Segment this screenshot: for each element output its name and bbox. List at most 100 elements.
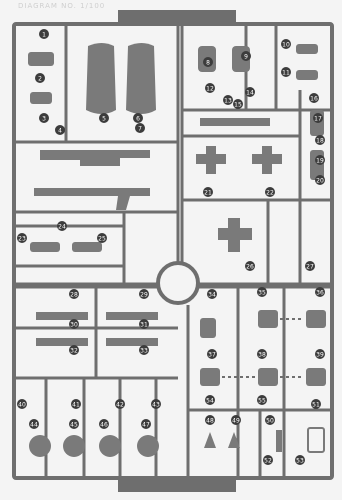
- part-label-badge: [203, 57, 213, 67]
- part-label-number: 47: [142, 422, 150, 429]
- part-label-number: 20: [316, 178, 324, 185]
- part-label-badge: [313, 113, 323, 123]
- part-label-badge: [257, 349, 267, 359]
- part-shape: [258, 368, 278, 386]
- part-label-badge: [207, 349, 217, 359]
- part-label-badge: [133, 113, 143, 123]
- part-label-badge: [309, 93, 319, 103]
- part-label-number: 13: [224, 98, 232, 105]
- part-label-badge: [263, 455, 273, 465]
- part-shape: [204, 432, 216, 448]
- part-shape: [63, 435, 85, 457]
- part-label-number: 37: [208, 352, 216, 359]
- part-shape: [34, 188, 150, 210]
- part-label-badge: [97, 233, 107, 243]
- part-shape: [200, 118, 270, 126]
- part-shape: [137, 435, 159, 457]
- part-label-badge: [233, 99, 243, 109]
- part-label-badge: [99, 419, 109, 429]
- part-label-badge: [203, 187, 213, 197]
- sprue-tab-bottom: [118, 478, 236, 492]
- part-label-number: 9: [244, 54, 248, 61]
- part-label-badge: [241, 51, 251, 61]
- part-shape: [28, 52, 54, 66]
- part-label-number: 3: [42, 116, 46, 123]
- part-label-badge: [39, 29, 49, 39]
- part-label-number: 43: [152, 402, 160, 409]
- part-shape: [36, 338, 88, 346]
- part-label-number: 44: [30, 422, 38, 429]
- part-label-number: 52: [264, 458, 272, 465]
- part-label-badge: [57, 221, 67, 231]
- part-label-badge: [315, 349, 325, 359]
- part-label-badge: [257, 287, 267, 297]
- part-label-number: 40: [18, 402, 26, 409]
- part-label-badge: [69, 419, 79, 429]
- part-label-badge: [257, 395, 267, 405]
- part-label-badge: [35, 73, 45, 83]
- part-label-badge: [295, 455, 305, 465]
- part-label-badge: [139, 345, 149, 355]
- part-label-number: 23: [18, 236, 26, 243]
- part-label-number: 48: [206, 418, 214, 425]
- part-label-number: 19: [316, 158, 324, 165]
- header-faint-text: DIAGRAM NO. 1/100: [18, 2, 106, 10]
- sprue-tab-top: [118, 10, 236, 24]
- part-shape: [106, 338, 158, 346]
- part-label-number: 41: [72, 402, 80, 409]
- part-label-badge: [69, 319, 79, 329]
- part-shape: [306, 310, 326, 328]
- part-label-number: 21: [204, 190, 212, 197]
- part-label-badge: [223, 95, 233, 105]
- part-shape: [106, 312, 158, 320]
- part-label-badge: [99, 113, 109, 123]
- part-label-number: 4: [58, 128, 62, 135]
- part-label-badge: [315, 135, 325, 145]
- part-label-number: 35: [258, 290, 266, 297]
- part-label-number: 51: [312, 402, 320, 409]
- part-label-badge: [311, 399, 321, 409]
- part-label-badge: [205, 395, 215, 405]
- part-label-badge: [115, 399, 125, 409]
- part-label-number: 32: [70, 348, 78, 355]
- part-label-number: 15: [234, 102, 242, 109]
- part-label-number: 8: [206, 60, 210, 67]
- part-label-badge: [281, 67, 291, 77]
- part-label-number: 49: [232, 418, 240, 425]
- part-label-badge: [245, 261, 255, 271]
- part-label-badge: [205, 415, 215, 425]
- part-label-badge: [265, 415, 275, 425]
- part-label-number: 11: [282, 70, 290, 77]
- part-shape: [72, 242, 102, 252]
- part-label-number: 55: [258, 398, 266, 405]
- part-label-badge: [55, 125, 65, 135]
- part-shape: [307, 427, 325, 453]
- part-label-badge: [315, 175, 325, 185]
- part-label-number: 28: [70, 292, 78, 299]
- part-shape: [258, 310, 278, 328]
- part-label-number: 54: [206, 398, 214, 405]
- part-shape: [36, 312, 88, 320]
- part-label-number: 33: [140, 348, 148, 355]
- part-label-number: 50: [266, 418, 274, 425]
- part-shape: [228, 218, 240, 252]
- part-label-badge: [69, 345, 79, 355]
- part-label-badge: [69, 289, 79, 299]
- part-shape: [296, 44, 318, 54]
- part-label-badge: [139, 289, 149, 299]
- part-label-number: 29: [140, 292, 148, 299]
- part-label-number: 45: [70, 422, 78, 429]
- part-label-badge: [205, 83, 215, 93]
- part-shape: [306, 368, 326, 386]
- part-label-number: 36: [316, 290, 324, 297]
- part-label-number: 14: [246, 90, 254, 97]
- part-label-badge: [39, 113, 49, 123]
- part-label-badge: [151, 399, 161, 409]
- part-label-number: 46: [100, 422, 108, 429]
- part-shape: [29, 435, 51, 457]
- part-label-badge: [17, 399, 27, 409]
- part-label-number: 24: [58, 224, 66, 231]
